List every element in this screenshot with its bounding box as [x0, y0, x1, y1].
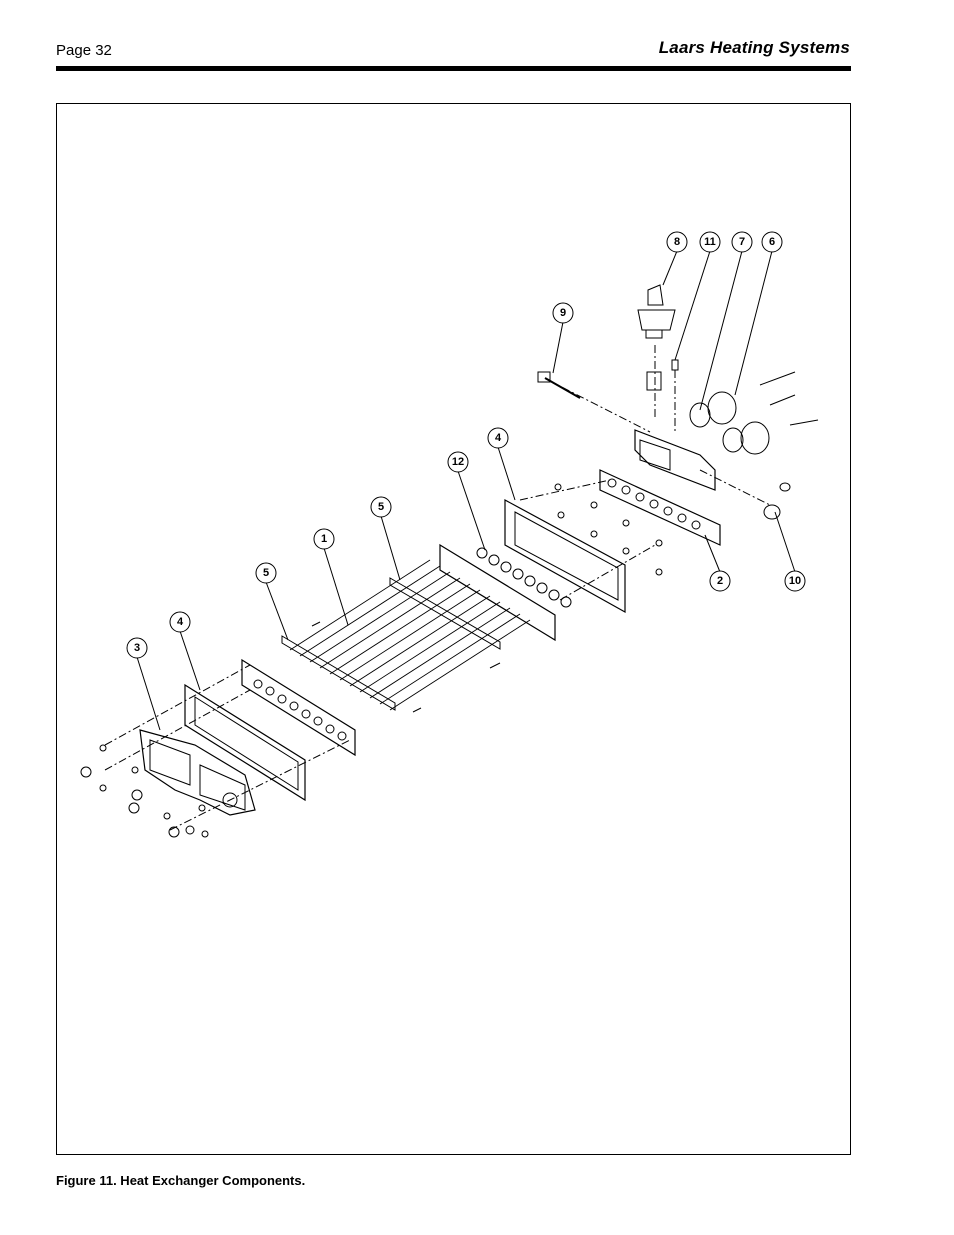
callout-label-10: 10: [789, 575, 801, 587]
callout-3: [126, 637, 148, 659]
callout-label-12: 12: [452, 456, 464, 468]
callout-7: [731, 231, 753, 253]
figure-frame: [56, 103, 851, 1155]
callout-9: [552, 302, 574, 324]
callout-4-right: [487, 427, 509, 449]
figure-caption: Figure 11. Heat Exchanger Components.: [56, 1173, 306, 1188]
brand-title: Laars Heating Systems: [658, 38, 850, 57]
page-number: Page 32: [56, 42, 112, 59]
callout-label-8: 8: [674, 236, 680, 248]
callout-label-3: 3: [134, 642, 140, 654]
callout-label-4-left: 4: [177, 616, 184, 628]
callout-label-11: 11: [704, 236, 716, 248]
callout-label-9: 9: [560, 307, 566, 319]
callout-1: [313, 528, 335, 550]
header-rule: [56, 66, 851, 71]
callout-label-4-right: 4: [495, 432, 502, 444]
callout-11: [699, 231, 721, 253]
callout-label-7: 7: [739, 236, 745, 248]
callout-label-6: 6: [769, 236, 775, 248]
callout-label-2: 2: [717, 575, 723, 587]
callout-2: [709, 570, 731, 592]
callout-label-5-left: 5: [263, 567, 269, 579]
callout-label-5-right: 5: [378, 501, 384, 513]
callout-5-right: [370, 496, 392, 518]
callout-label-1: 1: [321, 533, 327, 545]
callout-12: [447, 451, 469, 473]
callout-6: [761, 231, 783, 253]
callout-4-left: [169, 611, 191, 633]
callout-8: [666, 231, 688, 253]
callout-5-left: [255, 562, 277, 584]
callout-10: [784, 570, 806, 592]
